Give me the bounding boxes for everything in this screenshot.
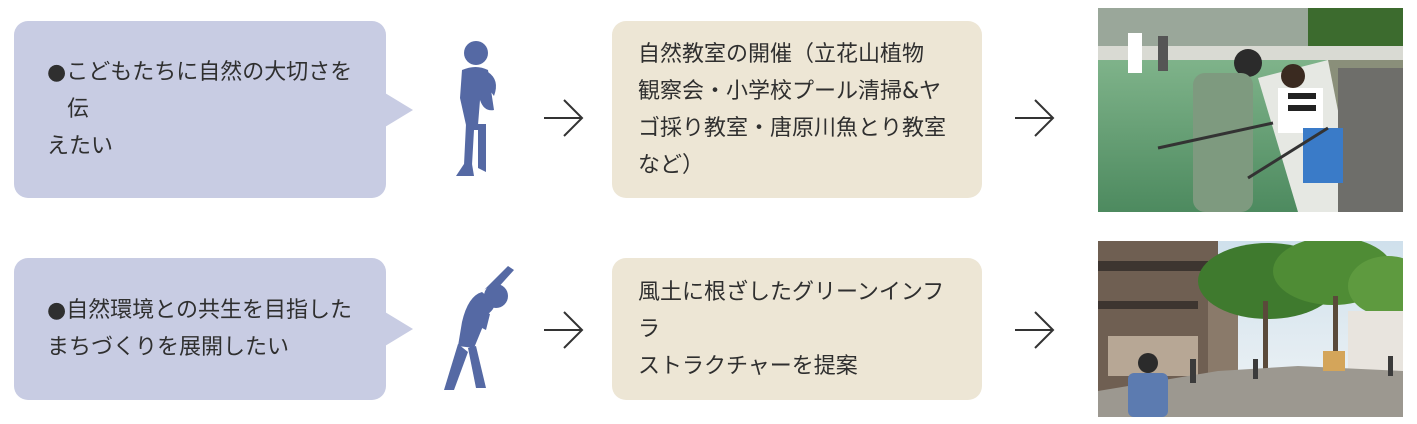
arrow-right-icon: [1015, 99, 1055, 137]
wish-line: まちづくりを展開したい: [47, 335, 290, 360]
action-line: など）: [638, 152, 705, 178]
tree-lined-street-photo: [1098, 241, 1403, 417]
action-box-2: 風土に根ざしたグリーンインフラ ストラクチャーを提案: [612, 258, 982, 400]
action-text-1: 自然教室の開催（立花山植物 観察会・小学校プール清掃&ヤ ゴ採り教室・唐原川魚と…: [638, 36, 946, 184]
thinking-person-icon: [456, 41, 496, 176]
action-text-2: 風土に根ざしたグリーンインフラ ストラクチャーを提案: [638, 274, 960, 385]
action-line: 風土に根ざしたグリーンインフラ: [638, 279, 945, 342]
arrow-right-icon: [1015, 311, 1055, 349]
wish-line: ●自然環境との共生を目指した: [47, 298, 352, 323]
arrow-right-icon: [544, 99, 584, 137]
wish-text-2: ●自然環境との共生を目指した まちづくりを展開したい: [47, 292, 352, 366]
wish-bubble-2: ●自然環境との共生を目指した まちづくりを展開したい: [14, 258, 413, 400]
wish-bubble-1: ●こどもたちに自然の大切さを伝 えたい: [14, 21, 413, 198]
arrow-right-icon: [544, 311, 584, 349]
stretching-person-icon: [444, 266, 514, 390]
action-box-1: 自然教室の開催（立花山植物 観察会・小学校プール清掃&ヤ ゴ採り教室・唐原川魚と…: [612, 21, 982, 198]
action-line: 観察会・小学校プール清掃&ヤ: [638, 78, 942, 104]
action-line: ゴ採り教室・唐原川魚とり教室: [638, 115, 947, 141]
wish-line: ●こどもたちに自然の大切さを伝: [47, 60, 353, 122]
action-line: 自然教室の開催（立花山植物: [638, 41, 925, 67]
wish-line: えたい: [47, 134, 114, 159]
wish-text-1: ●こどもたちに自然の大切さを伝 えたい: [47, 54, 368, 165]
action-line: ストラクチャーを提案: [638, 353, 858, 379]
pool-cleaning-photo: [1098, 8, 1403, 212]
